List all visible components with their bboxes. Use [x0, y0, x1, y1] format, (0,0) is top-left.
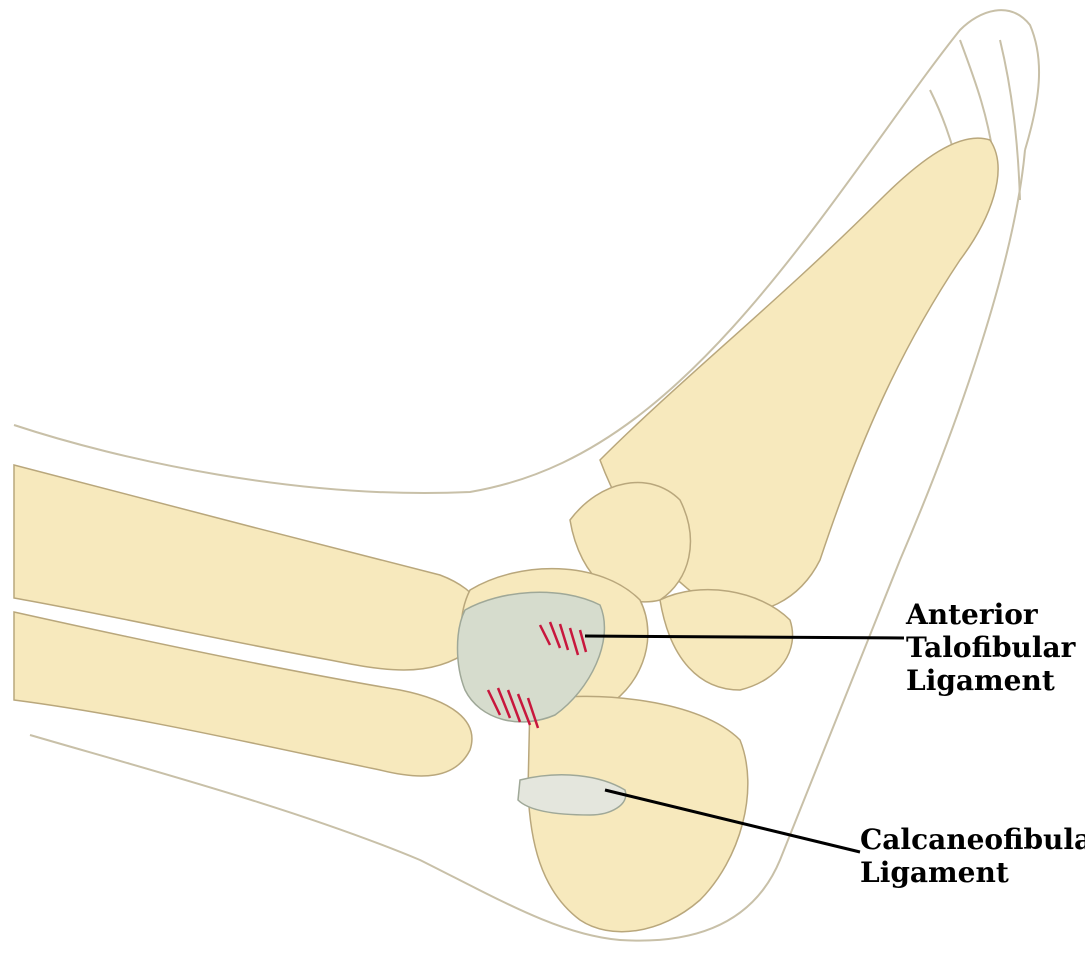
foot-bones: [461, 138, 998, 932]
cfl-label-line-1: Calcaneofibular: [860, 823, 1085, 856]
calcaneofibular-ligament-label: Calcaneofibular Ligament: [860, 823, 1085, 889]
anterior-talofibular-ligament-label: Anterior Talofibular Ligament: [906, 598, 1075, 697]
cfl-label-line-2: Ligament: [860, 856, 1085, 889]
atfl-label-line-2: Talofibular: [906, 631, 1075, 664]
leg-bones: [14, 465, 484, 776]
atfl-label-line-3: Ligament: [906, 664, 1075, 697]
atfl-leader-line: [585, 636, 904, 638]
atfl-label-line-1: Anterior: [906, 598, 1075, 631]
toe-contour-2: [1000, 40, 1020, 200]
